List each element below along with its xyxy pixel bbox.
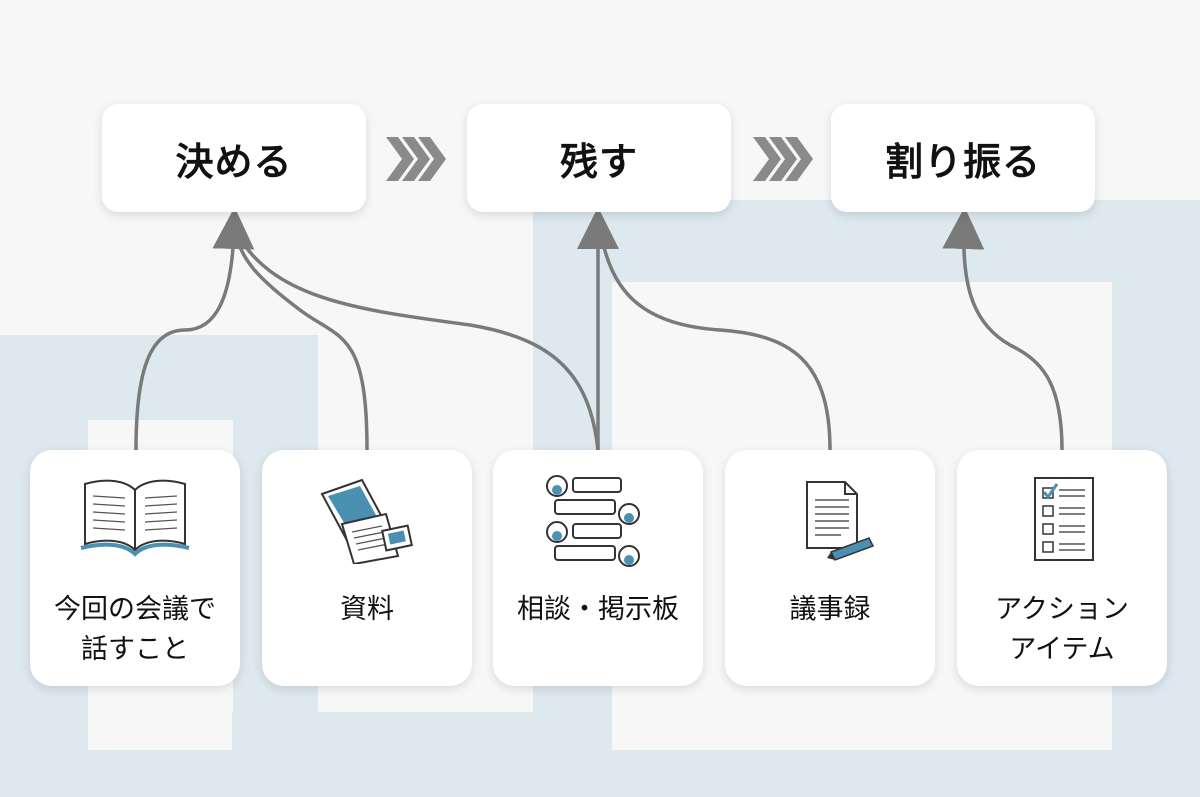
- chat-bubbles-icon: [546, 475, 640, 567]
- card-label: 資料: [340, 594, 394, 625]
- open-book-icon: [80, 479, 190, 557]
- checklist-icon: [1034, 477, 1094, 561]
- link-topic-to-decide: [134, 207, 255, 451]
- chevrons-right-icon: [753, 137, 813, 181]
- card-action-items: アクション アイテム: [957, 450, 1167, 686]
- link-minutes-to-record: [598, 227, 832, 451]
- stage-decide: 決める: [102, 104, 366, 212]
- card-label: アクション アイテム: [995, 594, 1129, 665]
- link-actions-to-assign: [942, 207, 1064, 451]
- card-meeting-topics: 今回の会議で 話すこと: [30, 450, 240, 686]
- chevrons-right-icon: [386, 137, 446, 181]
- link-materials-to-decide: [232, 227, 369, 451]
- card-label: 今回の会議で 話すこと: [54, 594, 216, 665]
- documents-icon: [320, 478, 413, 564]
- minutes-document-icon: [806, 481, 875, 561]
- card-minutes: 議事録: [725, 450, 935, 686]
- stage-record: 残す: [467, 104, 731, 212]
- card-label: 議事録: [789, 594, 871, 625]
- card-discussion-board: 相談・掲示板: [493, 450, 703, 686]
- link-board-to-decide: [232, 227, 600, 451]
- card-label: 相談・掲示板: [517, 594, 679, 625]
- stage-assign: 割り振る: [831, 104, 1095, 212]
- card-materials: 資料: [262, 450, 472, 686]
